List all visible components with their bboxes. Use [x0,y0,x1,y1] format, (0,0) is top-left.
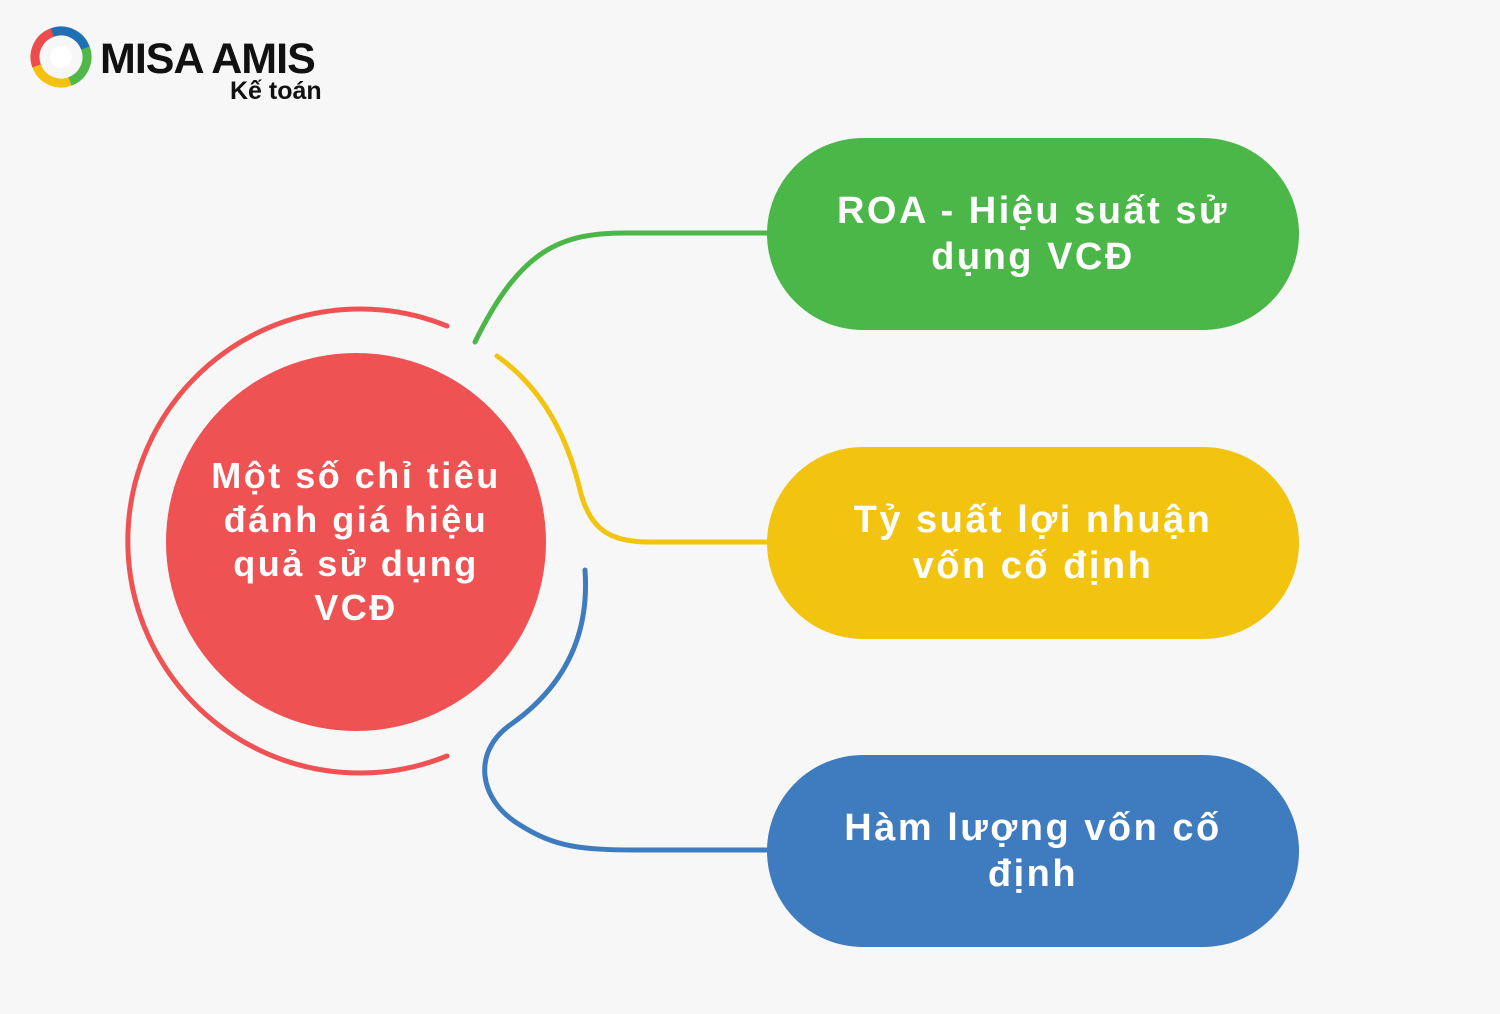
center-topic-text: Một số chỉ tiêu đánh giá hiệu quả sử dụn… [211,455,501,628]
connector-blue [482,567,771,853]
branch-capital-content-text: Hàm lượng vốn cố định [844,807,1222,895]
center-topic-circle: Một số chỉ tiêu đánh giá hiệu quả sử dụn… [166,353,546,731]
misa-amis-logo: MISA AMIS Kế toán [30,26,330,108]
branch-profit-margin: Tỷ suất lợi nhuận vốn cố định [767,447,1299,639]
branch-profit-margin-text: Tỷ suất lợi nhuận vốn cố định [853,499,1213,587]
logo-mark-icon [30,26,92,88]
connector-yellow [494,353,771,545]
logo-subtitle: Kế toán [230,77,322,105]
connector-green [472,230,771,345]
branch-capital-content: Hàm lượng vốn cố định [767,755,1299,947]
outer-ring-arc [125,306,450,776]
branch-roa: ROA - Hiệu suất sử dụng VCĐ [767,138,1299,330]
branch-roa-text: ROA - Hiệu suất sử dụng VCĐ [836,190,1230,278]
logo-name: MISA AMIS [100,35,316,83]
